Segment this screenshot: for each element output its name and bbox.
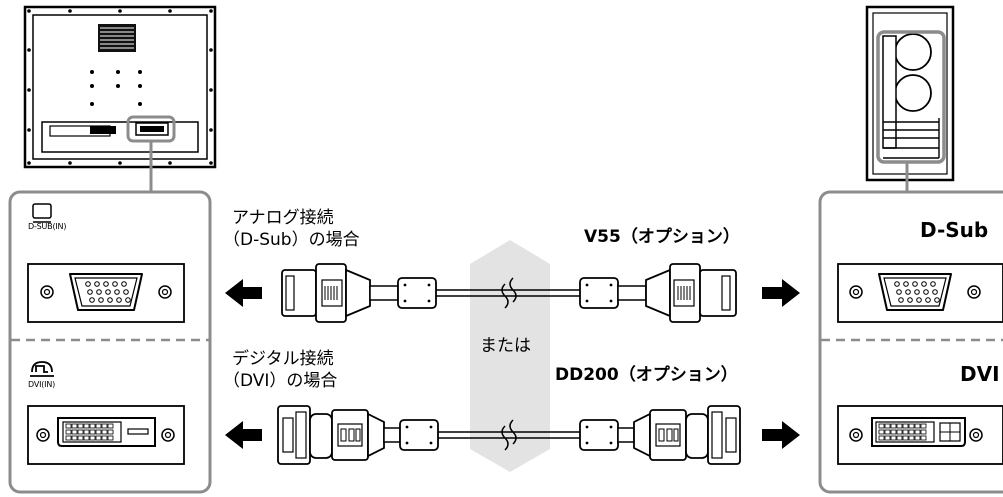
dvi-icon: [31, 361, 53, 373]
arrow-right-digital: [762, 421, 800, 449]
pc-illustration: [865, 5, 955, 192]
digital-cable: [277, 405, 741, 465]
monitor-port-panel: [8, 190, 212, 494]
digital-connection-label-line2: （DVI）の場合: [223, 371, 338, 391]
pc-port-panel: [818, 190, 1003, 494]
digital-cable-name: DD200（オプション）: [555, 365, 738, 385]
analog-cable-name: V55（オプション）: [584, 227, 740, 247]
analog-connection-label-line2: （D-Sub）の場合: [223, 230, 360, 250]
monitor-illustration: [23, 5, 217, 192]
or-label: または: [480, 336, 531, 356]
monitor-icon: [32, 203, 52, 219]
arrow-right-analog: [762, 279, 800, 307]
digital-connection-label-line1: デジタル接続: [232, 349, 334, 369]
pc-dvi-port: [837, 405, 1003, 465]
pc-dsub-label: D-Sub: [920, 218, 989, 242]
analog-cable: [281, 263, 737, 323]
arrow-left-analog: [225, 279, 262, 307]
pc-dsub-port: [837, 263, 1003, 323]
monitor-dsub-port: [27, 263, 185, 323]
monitor-dsub-label: D-SUB(IN): [28, 222, 67, 231]
arrow-left-digital: [225, 421, 262, 449]
analog-connection-label-line1: アナログ接続: [232, 208, 334, 228]
or-band: [470, 240, 550, 472]
pc-dvi-label: DVI: [960, 362, 1000, 386]
monitor-dvi-label: DVI(IN): [28, 380, 56, 389]
monitor-dvi-port: [27, 405, 185, 465]
